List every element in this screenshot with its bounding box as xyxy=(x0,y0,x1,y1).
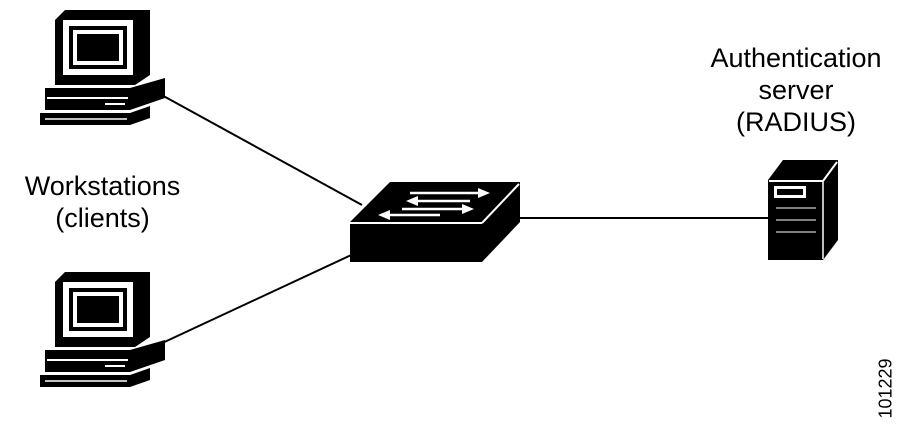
server-label-line1: Authentication xyxy=(710,43,882,73)
server-label-line2: server xyxy=(758,75,834,105)
workstations-label-line1: Workstations xyxy=(24,171,181,201)
link-client-top-switch xyxy=(157,92,363,206)
figure-id: 101229 xyxy=(875,358,896,419)
authentication-server-label: Authentication server (RADIUS) xyxy=(690,42,902,138)
link-client-bottom-switch xyxy=(157,249,363,346)
workstations-label: Workstations (clients) xyxy=(0,170,205,234)
workstations-label-line2: (clients) xyxy=(55,203,150,233)
network-switch-icon xyxy=(350,182,520,262)
workstation-computer-icon xyxy=(40,272,165,387)
server-label-line3: (RADIUS) xyxy=(736,107,856,137)
workstation-computer-icon xyxy=(40,10,165,125)
tower-server-icon xyxy=(768,160,838,260)
